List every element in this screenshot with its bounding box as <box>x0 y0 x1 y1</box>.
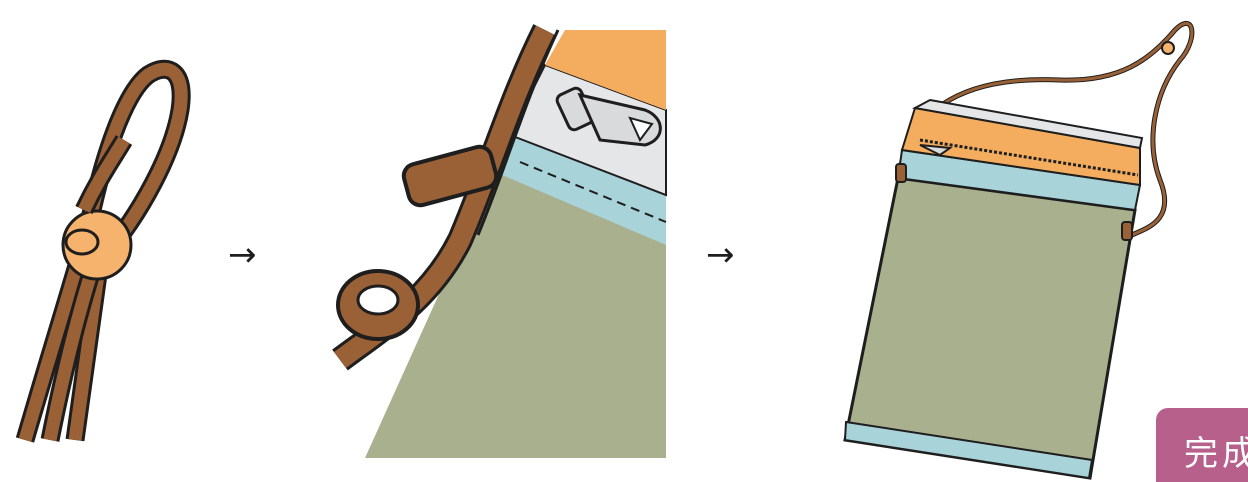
cord-knot-icon <box>332 24 560 371</box>
completed-badge: 完成 <box>1156 408 1248 482</box>
arrow-step-1-to-2: → <box>228 235 257 275</box>
step-1-cord-stopper-illustration <box>15 59 191 443</box>
lining-strip <box>495 135 666 245</box>
step-2-cord-knot-illustration <box>332 24 667 458</box>
cord-stopper-icon <box>15 59 191 443</box>
pouch-body <box>365 170 666 458</box>
step-3-finished-pouch-illustration <box>843 21 1195 480</box>
finished-pouch-icon <box>843 21 1195 480</box>
arrow-step-2-to-3: → <box>706 235 735 275</box>
pouch-corner-closeup <box>365 30 667 458</box>
cord-stopper-band <box>401 144 499 208</box>
zipper-pull-icon <box>555 86 662 147</box>
zipper-tape <box>545 30 666 110</box>
pouch-bottom-lining <box>843 420 1094 480</box>
